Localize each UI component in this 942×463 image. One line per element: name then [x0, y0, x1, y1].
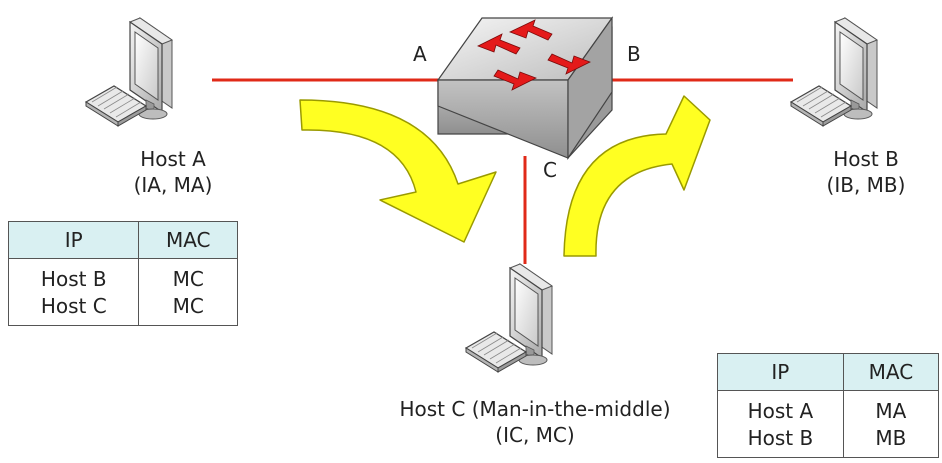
table-cell-mac: MA	[842, 390, 940, 424]
flow-arrow-icon	[563, 95, 711, 257]
host-b-label: Host B (IB, MB)	[796, 146, 936, 198]
table-row: Host B MB	[717, 424, 940, 458]
table-row: Host A MA	[717, 390, 940, 424]
table-cell-mac: MC	[138, 258, 238, 292]
host-b-name: Host B	[833, 147, 899, 171]
table-cell-ip: Host B	[7, 258, 140, 292]
host-c-name: Host C (Man-in-the-middle)	[399, 397, 671, 421]
arp-table-host-c: IP MAC Host A MA Host B MB	[717, 353, 940, 458]
flow-arrow-icon	[299, 99, 497, 243]
table-cell-ip: Host C	[7, 292, 140, 326]
host-c-address: (IC, MC)	[495, 423, 575, 447]
table-header-mac: MAC	[842, 353, 940, 391]
arp-table-host-a: IP MAC Host B MC Host C MC	[7, 221, 238, 326]
network-switch-icon	[436, 16, 614, 160]
computer-icon	[85, 17, 173, 127]
table-row: Host C MC	[7, 292, 238, 326]
table-header-ip: IP	[717, 353, 844, 391]
host-b-address: (IB, MB)	[826, 173, 906, 197]
host-c-label: Host C (Man-in-the-middle) (IC, MC)	[360, 396, 710, 448]
host-a-address: (IA, MA)	[133, 173, 213, 197]
table-cell-mac: MB	[842, 424, 940, 458]
table-header-mac: MAC	[138, 221, 238, 259]
port-label-a: A	[413, 42, 427, 66]
computer-icon	[790, 17, 878, 127]
table-cell-ip: Host A	[717, 390, 844, 424]
host-a-label: Host A (IA, MA)	[98, 146, 248, 198]
table-header-ip: IP	[7, 221, 140, 259]
computer-icon	[465, 263, 553, 373]
port-label-b: B	[627, 42, 641, 66]
table-cell-mac: MC	[138, 292, 238, 326]
host-a-name: Host A	[140, 147, 206, 171]
port-label-c: C	[543, 158, 557, 182]
table-cell-ip: Host B	[717, 424, 844, 458]
table-row: Host B MC	[7, 258, 238, 292]
